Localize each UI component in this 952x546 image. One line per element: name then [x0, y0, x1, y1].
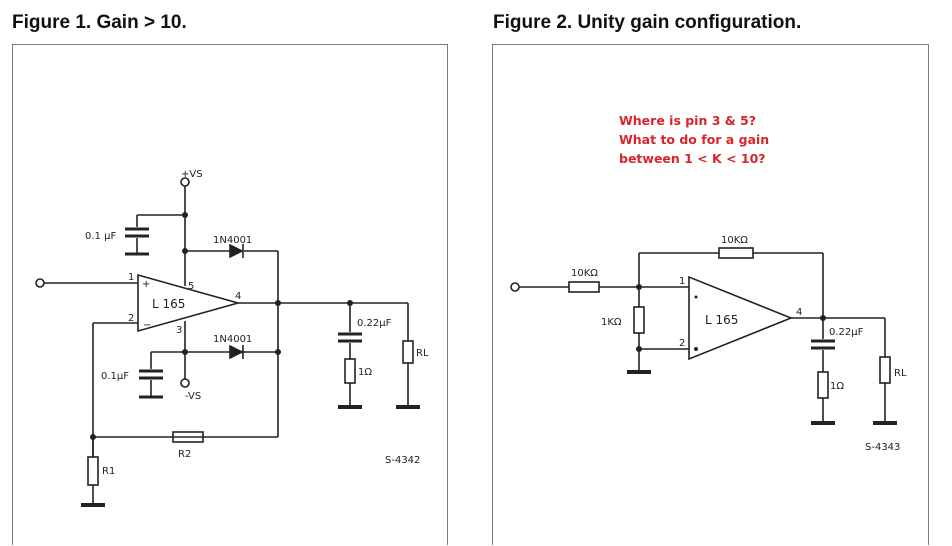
- cap-out-label: 0.22μF: [357, 318, 392, 329]
- r1-label: R1: [102, 466, 115, 477]
- pin5-label: 5: [188, 281, 194, 292]
- pin2-label: 2: [679, 338, 685, 349]
- vs-neg-terminal-icon: [180, 378, 190, 388]
- r-1ohm-resistor-icon: [817, 371, 829, 399]
- opamp-l165-icon: [688, 275, 794, 361]
- ref-code: S-4342: [385, 455, 420, 466]
- question-line-2: What to do for a gain: [619, 132, 770, 147]
- vs-pos-label: +VS: [181, 169, 203, 180]
- ref-code: S-4343: [865, 442, 900, 453]
- figure2-panel: Where is pin 3 & 5? What to do for a gai…: [492, 44, 929, 545]
- cap-out-label: 0.22μF: [829, 327, 864, 338]
- diode-top-icon: [229, 243, 244, 259]
- chip-label: L 165: [705, 313, 738, 327]
- r2-label: R2: [178, 449, 191, 460]
- minus-sign: −: [143, 320, 151, 331]
- r-feedback-resistor-icon: [718, 247, 754, 259]
- pin4-label: 4: [796, 307, 802, 318]
- vs-neg-label: -VS: [185, 391, 201, 402]
- r1-resistor-icon: [87, 456, 99, 486]
- pin4-label: 4: [235, 291, 241, 302]
- rl-label: RL: [894, 368, 907, 379]
- question-line-1: Where is pin 3 & 5?: [619, 113, 756, 128]
- pin2-label: 2: [128, 313, 134, 324]
- rl-resistor-icon: [879, 356, 891, 384]
- cap-top-label: 0.1 μF: [85, 231, 116, 242]
- figure1-panel: +VS -VS 0.1 μF 0.1μF 1N4001 1N4001 L 165…: [12, 44, 448, 545]
- r2-resistor-icon: [172, 431, 204, 443]
- diode-bottom-icon: [229, 344, 244, 360]
- r-1ohm-resistor-icon: [344, 358, 356, 384]
- pin1-label: 1: [679, 276, 685, 287]
- cap-bottom-label: 0.1μF: [101, 371, 129, 382]
- diode-bottom-label: 1N4001: [213, 334, 252, 345]
- r-in-resistor-icon: [568, 281, 600, 293]
- figure1-schematic: +VS -VS 0.1 μF 0.1μF 1N4001 1N4001 L 165…: [35, 169, 429, 507]
- figure2-schematic: 10KΩ 10KΩ 1KΩ L 165 1 2 4 0.22μF 1Ω RL S…: [510, 235, 907, 453]
- plus-sign: +: [142, 279, 150, 290]
- input-terminal-icon: [510, 282, 520, 292]
- r-out-label: 1Ω: [830, 381, 844, 392]
- rl-resistor-icon: [402, 340, 414, 364]
- r-feedback-label: 10KΩ: [721, 235, 748, 246]
- question-line-3: between 1 < K < 10?: [619, 151, 766, 166]
- r-out-label: 1Ω: [358, 367, 372, 378]
- pin3-label: 3: [176, 325, 182, 336]
- diode-top-label: 1N4001: [213, 235, 252, 246]
- r-bias-resistor-icon: [633, 306, 645, 334]
- rl-label: RL: [416, 348, 429, 359]
- pin1-label: 1: [128, 272, 134, 283]
- figure2-title: Figure 2. Unity gain configuration.: [493, 12, 802, 33]
- r-in-label: 10KΩ: [571, 268, 598, 279]
- figure1-title: Figure 1. Gain > 10.: [12, 12, 187, 33]
- chip-label: L 165: [152, 297, 185, 311]
- input-terminal-icon: [35, 278, 45, 288]
- opamp-l165-icon: [137, 273, 241, 333]
- r-bias-label: 1KΩ: [601, 317, 622, 328]
- question-annotation: Where is pin 3 & 5? What to do for a gai…: [619, 111, 769, 168]
